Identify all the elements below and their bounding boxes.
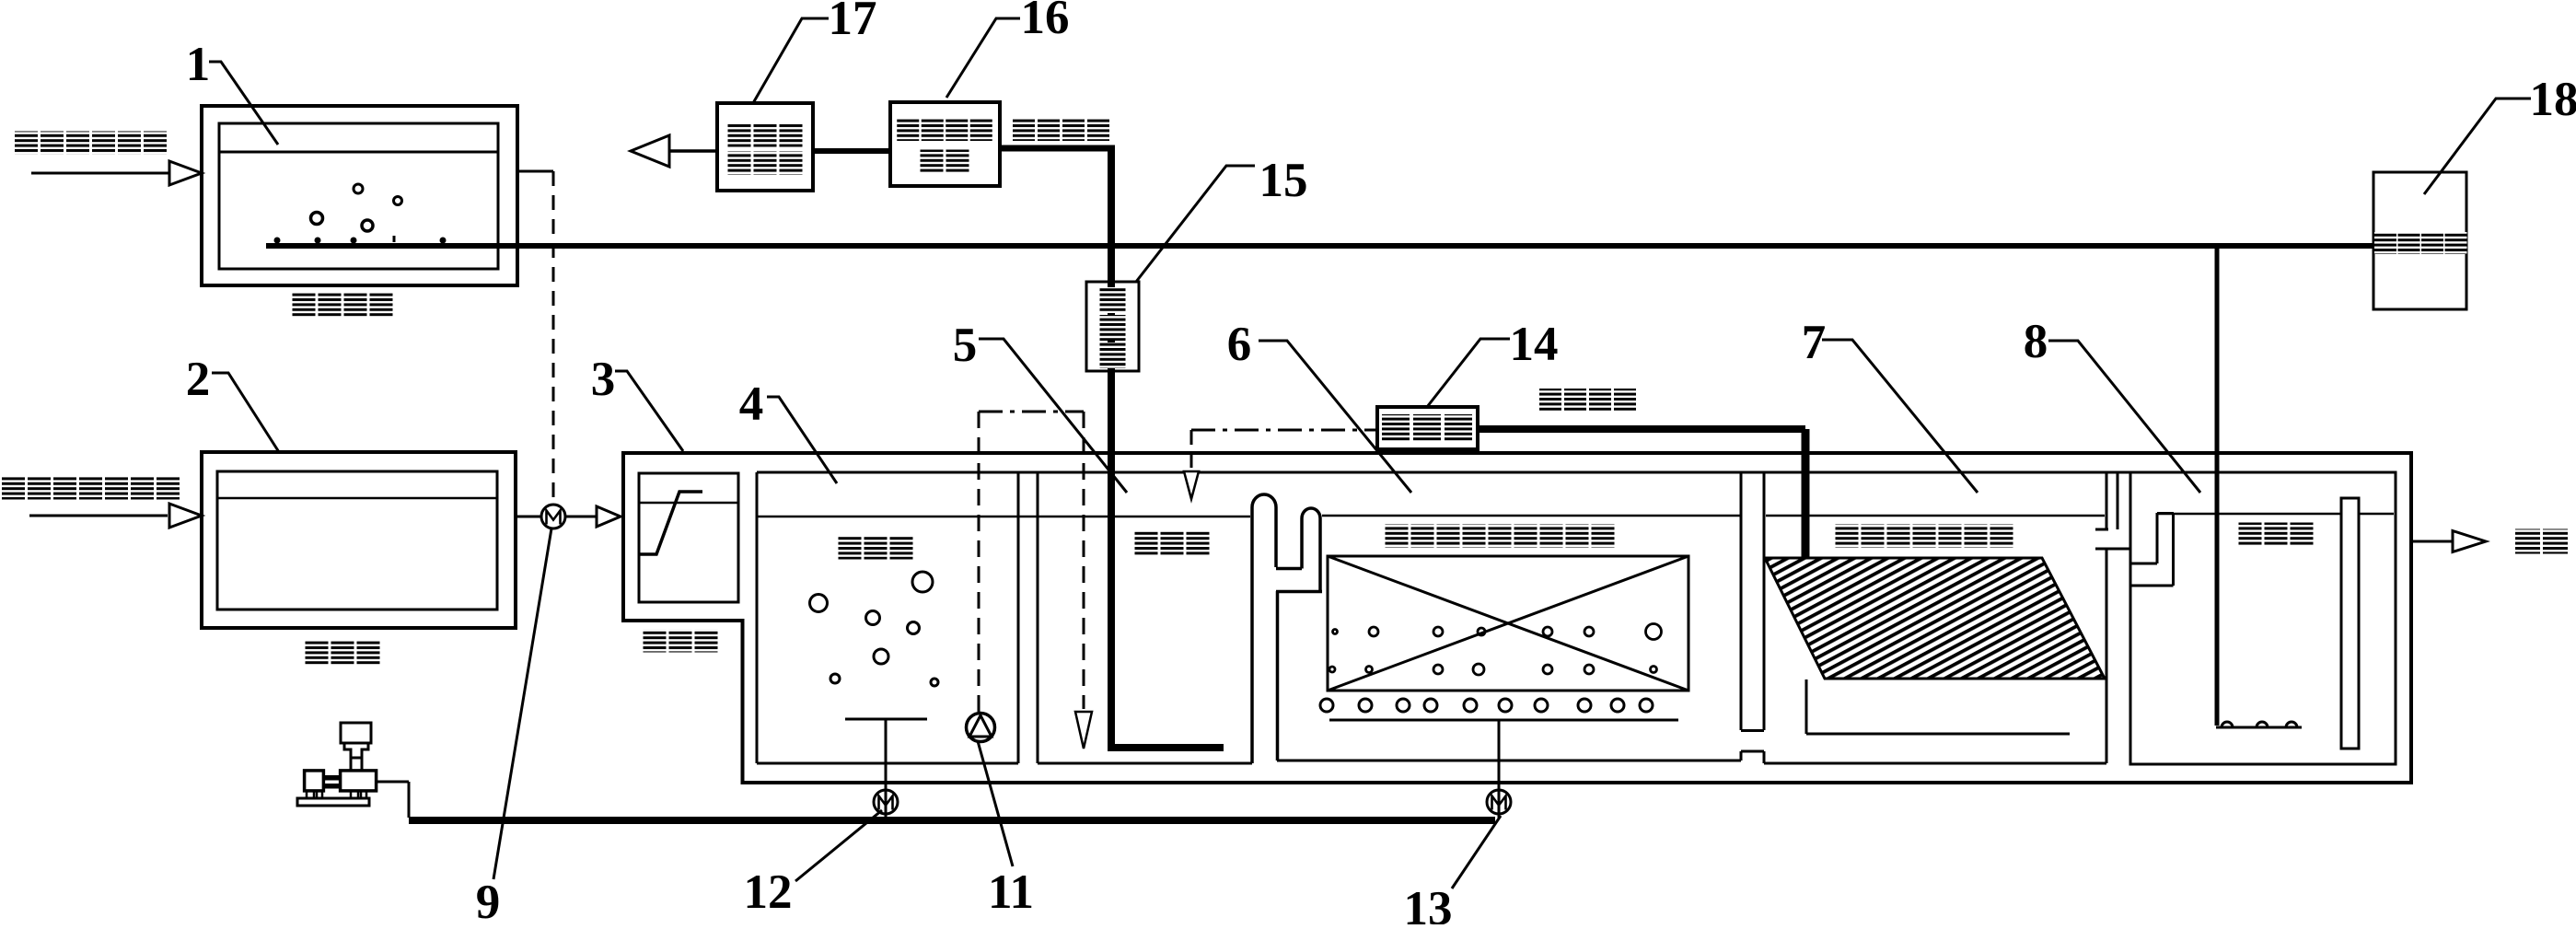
- svg-text:3: 3: [591, 353, 616, 406]
- svg-text:9: 9: [476, 876, 501, 924]
- svg-text:11: 11: [988, 865, 1034, 919]
- svg-text:14: 14: [1510, 318, 1559, 371]
- svg-text:4: 4: [739, 377, 764, 431]
- svg-text:5: 5: [953, 319, 978, 372]
- svg-text:1: 1: [186, 38, 211, 91]
- svg-text:8: 8: [2024, 315, 2048, 368]
- svg-text:16: 16: [1021, 0, 1070, 44]
- svg-text:18: 18: [2530, 73, 2576, 126]
- svg-text:7: 7: [1802, 316, 1827, 369]
- svg-text:12: 12: [744, 865, 793, 919]
- svg-text:13: 13: [1404, 882, 1453, 924]
- svg-text:15: 15: [1259, 154, 1308, 207]
- svg-text:2: 2: [186, 353, 211, 406]
- svg-text:17: 17: [829, 0, 877, 45]
- svg-text:6: 6: [1227, 318, 1252, 371]
